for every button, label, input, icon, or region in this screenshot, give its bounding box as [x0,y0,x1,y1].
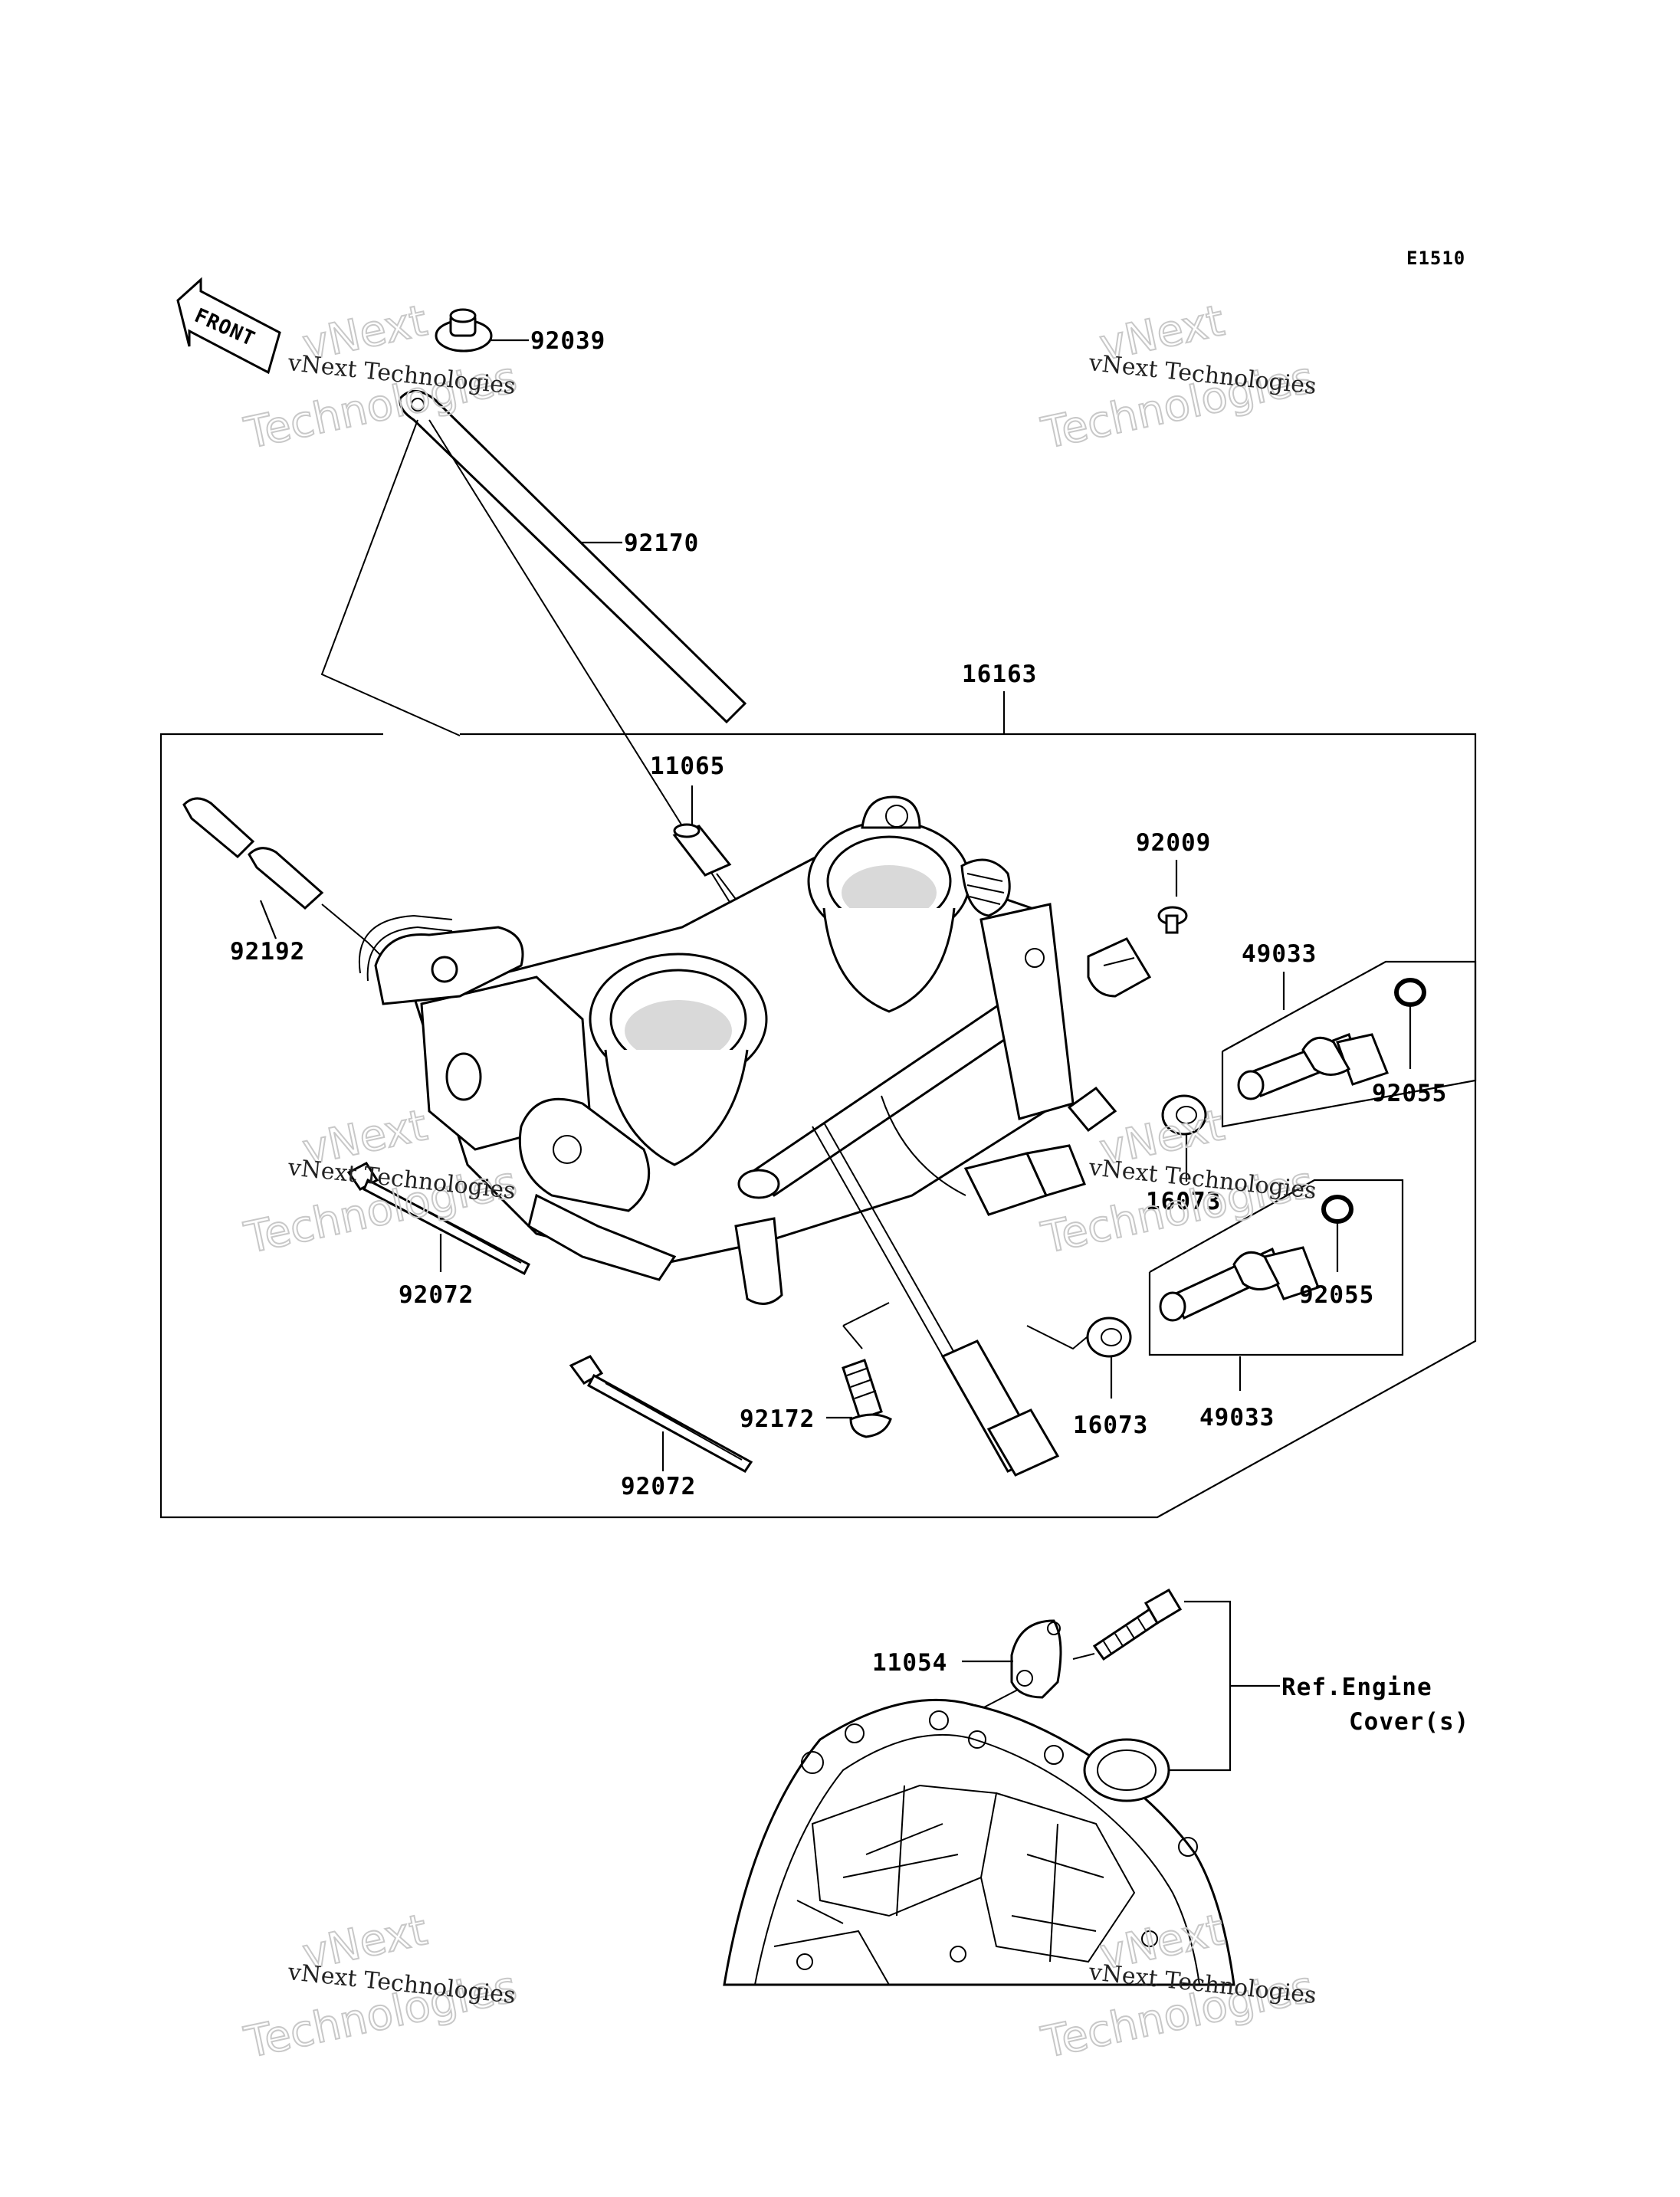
injector-49033-top-icon [1237,1033,1389,1100]
front-arrow-icon: FRONT [176,277,281,375]
pin-11065-icon [672,823,732,877]
watermark-bottom-left: vNext Technologies vNext Technologies [239,1904,521,2069]
part-label-92055-top: 92055 [1372,1080,1447,1107]
part-label-92072-bottom: 92072 [621,1473,696,1500]
part-label-92039: 92039 [530,327,605,355]
watermark-top-left: vNext Technologies vNext Technologies [239,295,521,460]
oring-92055-top-icon [1394,978,1426,1007]
part-label-92172: 92172 [740,1405,815,1433]
part-label-49033-bottom: 49033 [1199,1404,1275,1431]
part-label-92072-left: 92072 [399,1281,474,1309]
part-label-92170: 92170 [624,530,699,557]
clip-icon [1087,937,1152,998]
seal-16073-bottom-icon [1086,1317,1132,1358]
part-label-16073-bottom: 16073 [1073,1412,1148,1439]
diagram-code: E1510 [1406,248,1465,269]
injector-49033-bottom-icon [1159,1246,1320,1322]
hose-92192-icon [182,797,324,910]
strap-92170-icon [399,390,747,724]
part-label-11054: 11054 [872,1649,947,1677]
ref-engine-line2: Cover(s) [1349,1708,1469,1736]
watermark-top-right: vNext Technologies vNext Technologies [1036,295,1318,460]
seal-16073-top-icon [1161,1094,1207,1136]
engine-cover-icon [723,1698,1235,1986]
nut-92039-icon [435,308,493,353]
part-label-92055-bottom: 92055 [1299,1281,1374,1309]
oring-92055-bottom-icon [1321,1195,1354,1224]
assembly-box-16163 [159,733,1477,1519]
part-label-49033-top: 49033 [1242,940,1317,968]
throttle-body-assembly [358,795,1117,1477]
part-label-92192: 92192 [230,938,305,966]
part-label-16073-top: 16073 [1146,1188,1221,1215]
screw-92172-icon [842,1359,892,1438]
bracket-11054-icon [1010,1619,1062,1699]
part-label-16163: 16163 [962,661,1037,688]
bolt-icon [1092,1588,1183,1661]
cable-tie-92072-bottom-icon [569,1355,753,1473]
ref-engine-line1: Ref.Engine [1281,1674,1432,1701]
cable-tie-92072-left-icon [346,1162,530,1276]
part-label-92009: 92009 [1136,829,1211,857]
screw-92009-icon [1157,906,1188,934]
part-label-11065: 11065 [650,753,725,780]
